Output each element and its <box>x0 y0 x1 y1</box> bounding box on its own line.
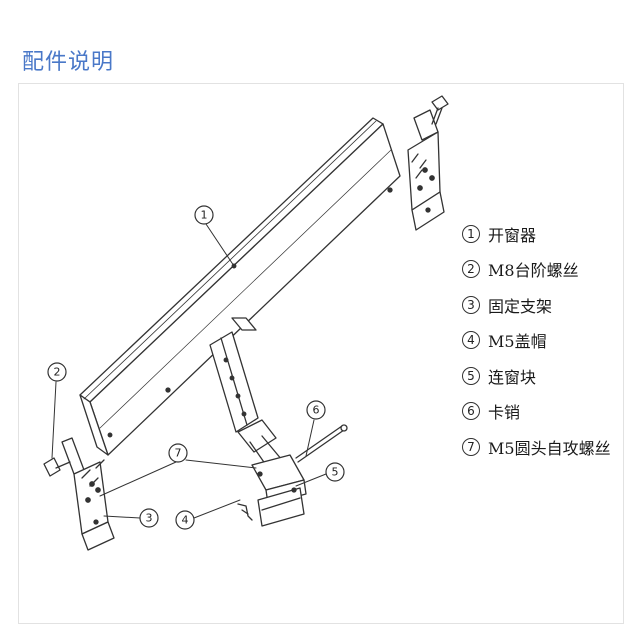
legend-number: 4 <box>462 331 480 350</box>
upper-bracket-drawing <box>407 95 449 231</box>
legend-number: 6 <box>462 402 480 421</box>
window-opener-drawing <box>79 117 401 456</box>
leader-5 <box>295 473 327 487</box>
leader-3 <box>103 515 141 519</box>
legend-label: M5盖帽 <box>488 332 547 352</box>
legend-number: 2 <box>462 260 480 279</box>
legend-label: 连窗块 <box>488 367 537 387</box>
callout-7-label: 7 <box>175 447 182 460</box>
diagram-frame <box>18 83 624 624</box>
callout-6-label: 6 <box>313 404 320 417</box>
leader-1 <box>205 223 235 267</box>
callout-3-label: 3 <box>146 512 153 525</box>
callout-6-circle <box>306 400 326 420</box>
leader-lines <box>51 223 327 519</box>
callout-7-circle <box>168 443 188 463</box>
window-connector-drawing <box>251 454 307 527</box>
legend-label: M8台阶螺丝 <box>488 261 579 281</box>
legend-number: 3 <box>462 295 480 314</box>
parts-legend: 1 开窗器 2 M8台阶螺丝 3 固定支架 4 M5盖帽 5 连窗块 6 卡销 … <box>462 216 611 465</box>
callout-2-circle <box>47 362 67 382</box>
chain-link-drawing <box>209 331 283 469</box>
lower-bracket-drawing <box>43 437 115 551</box>
callout-3-circle <box>139 508 159 528</box>
leader-4 <box>193 499 241 519</box>
m5-cap-drawing <box>237 503 253 521</box>
legend-item: 7 M5圆头自攻螺丝 <box>462 429 611 465</box>
leader-7b <box>99 461 177 497</box>
callout-1-label: 1 <box>201 209 208 222</box>
leader-6 <box>305 419 315 457</box>
callout-5-label: 5 <box>332 466 339 479</box>
legend-label: 卡销 <box>488 403 521 423</box>
legend-item: 2 M8台阶螺丝 <box>462 252 611 288</box>
legend-item: 3 固定支架 <box>462 287 611 323</box>
callout-2-label: 2 <box>54 366 61 379</box>
legend-item: 4 M5盖帽 <box>462 323 611 359</box>
pin-drawing <box>295 424 348 463</box>
legend-number: 1 <box>462 224 480 243</box>
callout-4-label: 4 <box>182 514 189 527</box>
legend-label: 固定支架 <box>488 296 553 316</box>
legend-item: 1 开窗器 <box>462 216 611 252</box>
callout-4-circle <box>175 510 195 530</box>
leader-7a <box>185 459 257 469</box>
legend-item: 6 卡销 <box>462 394 611 430</box>
legend-item: 5 连窗块 <box>462 358 611 394</box>
legend-number: 7 <box>462 437 480 456</box>
legend-label: 开窗器 <box>488 225 537 245</box>
legend-number: 5 <box>462 366 480 385</box>
callout-1-circle <box>194 205 214 225</box>
callout-5-circle <box>325 462 345 482</box>
legend-label: M5圆头自攻螺丝 <box>488 438 611 458</box>
leader-2 <box>51 381 57 459</box>
page-title: 配件说明 <box>22 50 115 75</box>
